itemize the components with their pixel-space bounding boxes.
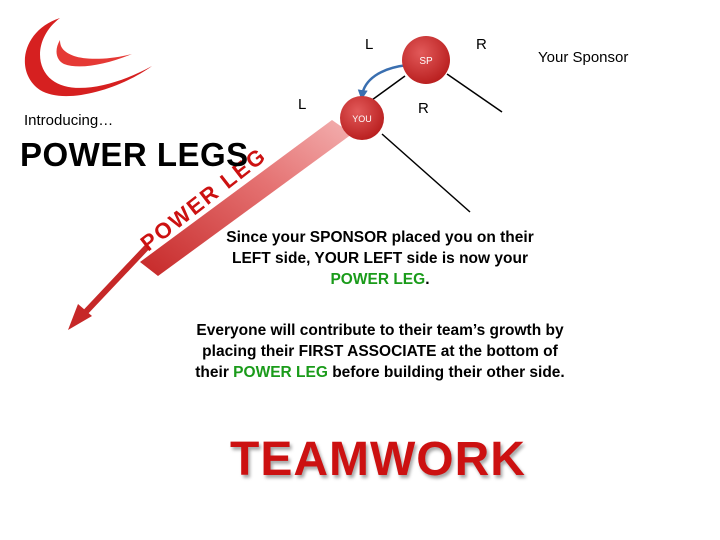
sponsor-node-label: SP <box>419 56 433 67</box>
explanation-line-2: LEFT side, YOUR LEFT side is now your <box>232 250 528 267</box>
intro-text: Introducing… <box>24 112 114 129</box>
swoosh-logo-icon <box>24 18 152 97</box>
sponsor-left-label: L <box>365 36 374 53</box>
explanation-line-3: POWER LEG. <box>170 269 590 290</box>
teamwork-line-3: their POWER LEG before building their ot… <box>150 362 610 383</box>
teamwork-line-1: Everyone will contribute to their team’s… <box>196 322 564 339</box>
teamwork-paragraph: Everyone will contribute to their team’s… <box>150 320 610 383</box>
explanation-period: . <box>425 271 430 288</box>
power-leg-arrowhead <box>68 304 92 330</box>
you-right-label: R <box>418 100 429 117</box>
sponsor-caption: Your Sponsor <box>538 49 629 66</box>
power-leg-band <box>140 120 352 276</box>
teamwork-heading: TEAMWORK <box>230 433 526 486</box>
sponsor-right-leg <box>446 73 503 113</box>
you-node-label: YOU <box>352 114 372 124</box>
explanation-line-1: Since your SPONSOR placed you on their <box>226 229 534 246</box>
teamwork-line-3-pre: their <box>195 364 229 381</box>
power-leg-highlight: POWER LEG <box>330 271 426 288</box>
sponsor-node <box>402 36 450 84</box>
power-leg-highlight-2: POWER LEG <box>233 364 328 381</box>
sponsor-right-label: R <box>476 36 487 53</box>
teamwork-line-2: placing their FIRST ASSOCIATE at the bot… <box>202 343 558 360</box>
page-title: POWER LEGS <box>20 136 249 173</box>
you-right-leg <box>381 133 471 213</box>
you-left-label: L <box>298 96 307 113</box>
power-leg-arrow <box>77 243 151 321</box>
placement-arrow <box>357 63 409 100</box>
teamwork-line-3-post: before building their other side. <box>332 364 565 381</box>
explanation-paragraph: Since your SPONSOR placed you on their L… <box>170 227 590 290</box>
you-node <box>340 96 384 140</box>
